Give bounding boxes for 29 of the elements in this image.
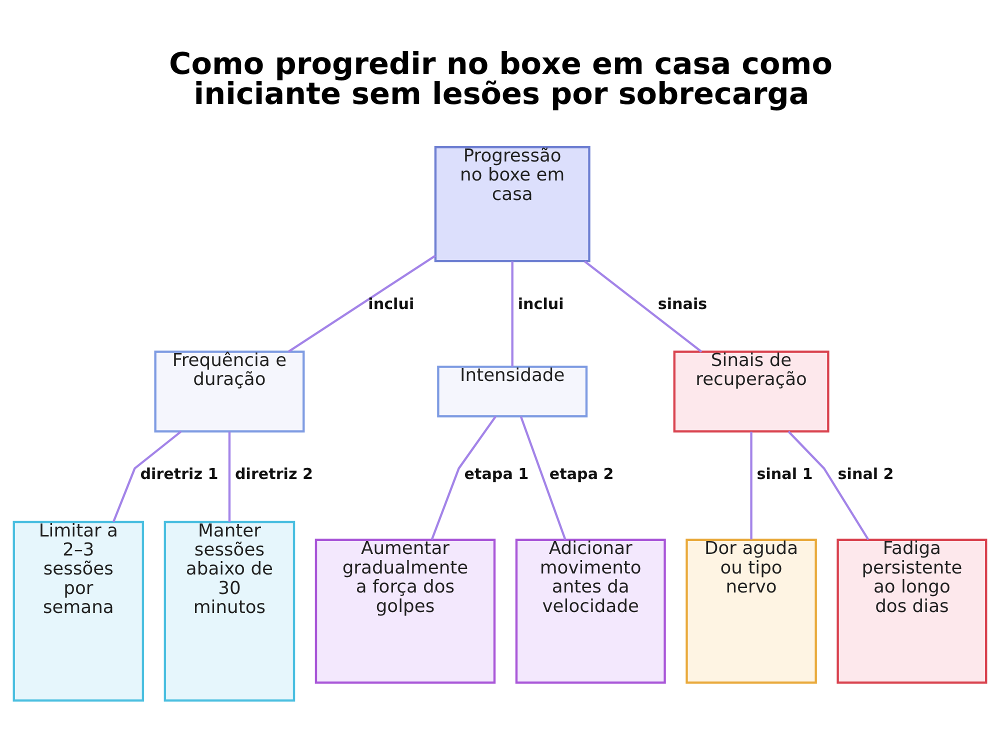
edge-label: etapa 1: [464, 465, 529, 484]
edge-label: etapa 2: [549, 465, 614, 484]
connector: [112, 430, 182, 522]
connector: [288, 254, 436, 353]
edge-label: inclui: [518, 294, 564, 313]
edge-label: sinal 1: [756, 465, 813, 484]
node-box: Limitar a 2–3 sessões por semana: [12, 520, 144, 702]
connector: [228, 432, 231, 522]
edge-label: inclui: [368, 294, 414, 313]
node-box: Sinais de recuperação: [673, 350, 830, 432]
node-box: Manter sessões abaixo de 30 minutos: [164, 520, 296, 702]
edge-label: sinais: [658, 294, 708, 313]
connector: [511, 261, 514, 367]
connector: [520, 416, 566, 540]
edge-label: diretriz 2: [234, 465, 314, 484]
node-box: Adicionar movimento antes da velocidade: [515, 538, 666, 684]
node-box: Aumentar gradualmente a força dos golpes: [314, 538, 496, 684]
connector: [750, 432, 752, 540]
connector: [788, 430, 870, 540]
edge-label: sinal 2: [838, 465, 894, 484]
connector: [430, 416, 497, 540]
diagram-title: Como progredir no boxe em casa como iniciante sem lesões por sobrecarga: [169, 46, 832, 112]
node-box: Progressão no boxe em casa: [434, 146, 590, 262]
node-box: Frequência e duração: [154, 350, 305, 432]
node-box: Intensidade: [437, 366, 588, 418]
connector: [584, 260, 702, 353]
node-box: Dor aguda ou tipo nervo: [686, 538, 817, 684]
edge-label: diretriz 1: [140, 465, 218, 484]
node-box: Fadiga persistente ao longo dos dias: [836, 538, 988, 684]
